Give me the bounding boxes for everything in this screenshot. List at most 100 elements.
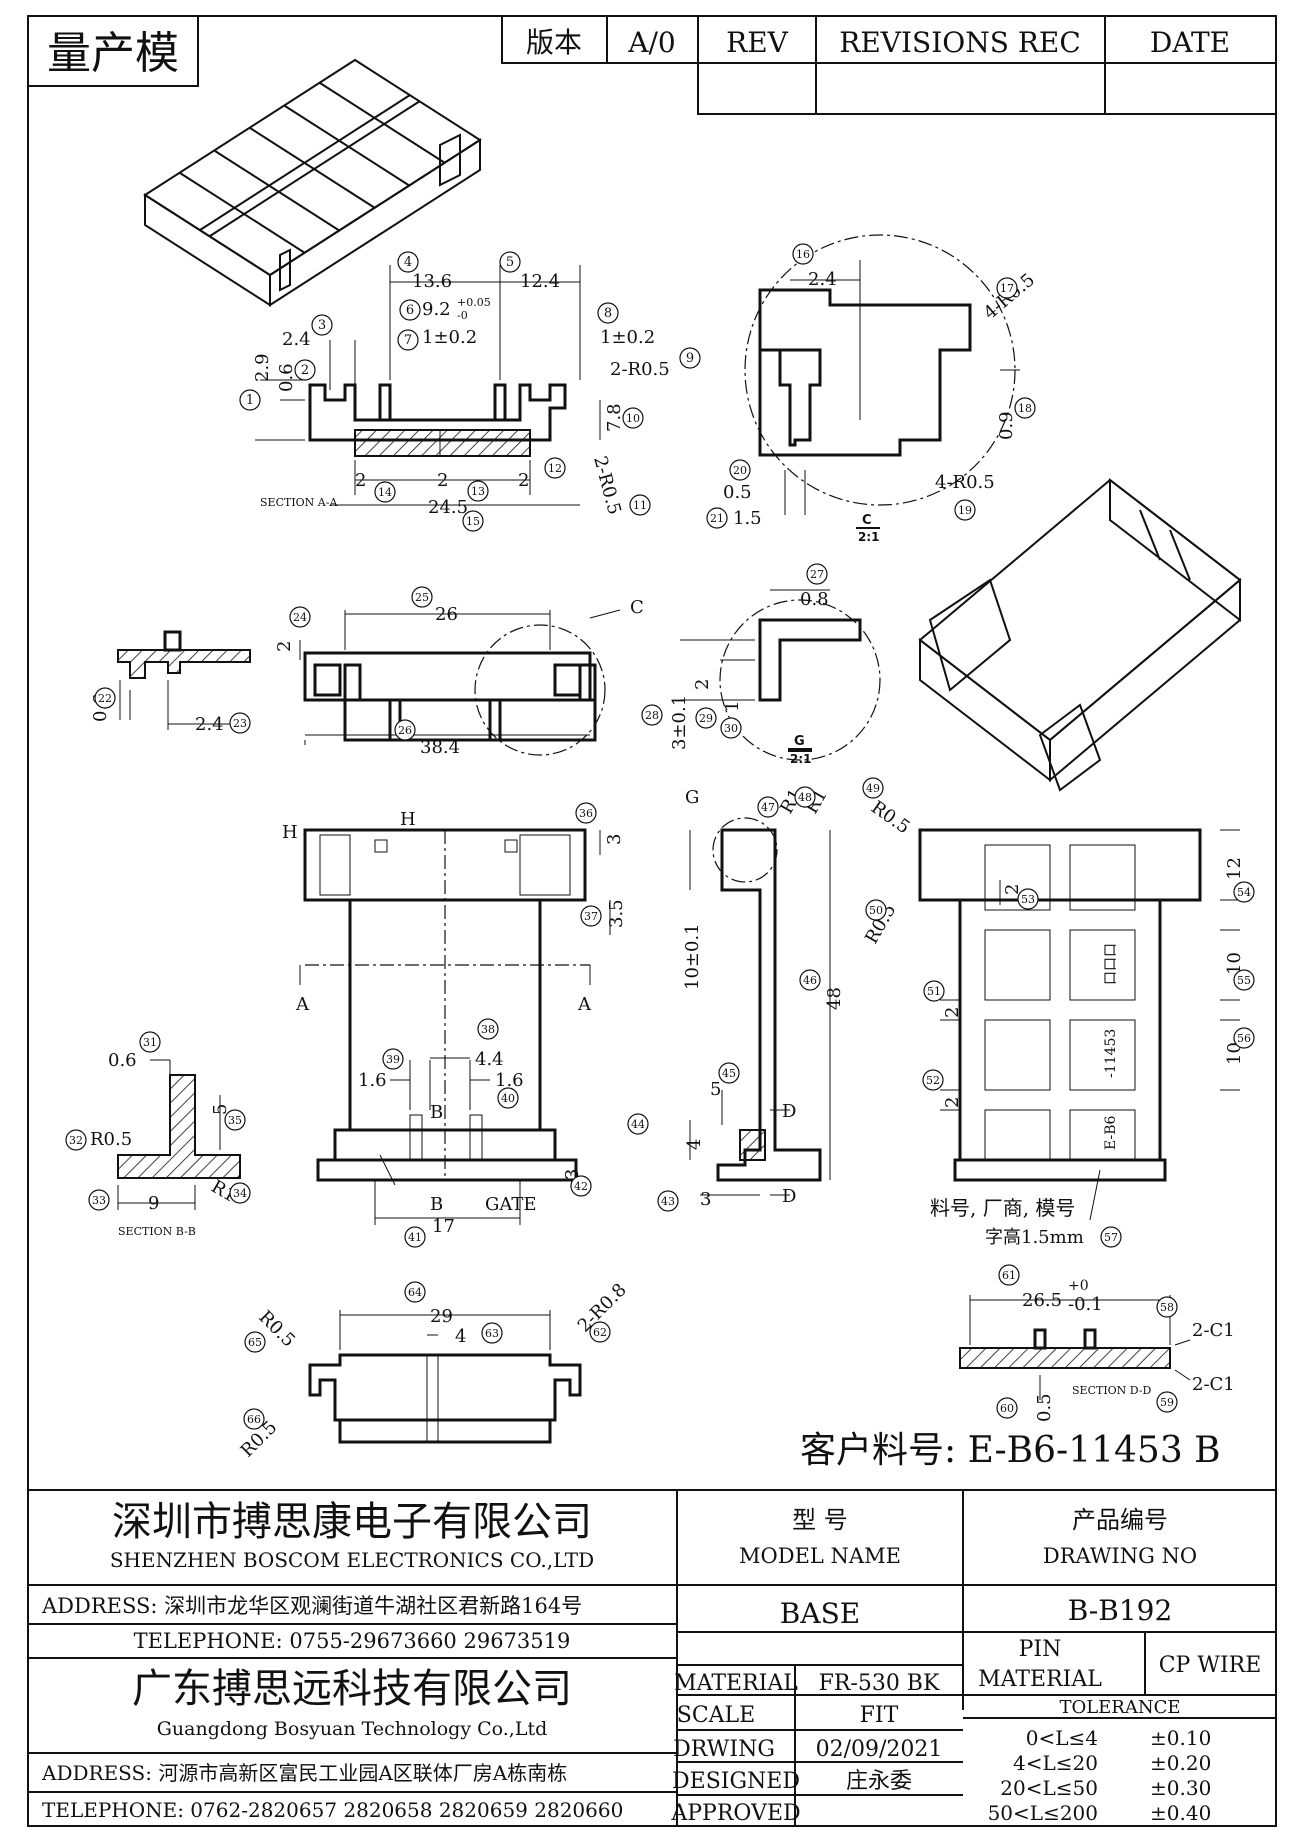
detail-g-scale: 2:1 — [790, 752, 812, 766]
mark-text-1: 口口口 — [1103, 943, 1119, 985]
company2-cn: 广东搏思远科技有限公司 — [132, 1666, 572, 1712]
detail-g-dim-1: 1 — [722, 701, 743, 712]
dd-dim-c1a: 2-C1 — [1192, 1320, 1235, 1341]
company2-en: Guangdong Bosyuan Technology Co.,Ltd — [157, 1718, 548, 1740]
balloon-number: 7 — [404, 333, 412, 348]
top-dim-a-right: A — [577, 994, 592, 1015]
balloon-number: 15 — [466, 515, 480, 528]
section-aa-view: 13.6 12.4 9.2 +0.05 -0 1±0.2 1±0.2 2.4 2… — [252, 265, 670, 518]
balloon-38: 38 — [477, 1018, 499, 1040]
balloon-45: 45 — [718, 1062, 740, 1084]
plan-dim-r05a: R0.5 — [867, 797, 914, 838]
balloon-number: 19 — [958, 504, 972, 517]
model-label-cn: 型 号 — [792, 1506, 848, 1534]
dim-0-6: 0.6 — [276, 363, 297, 392]
side-dim-5: 5 — [710, 1079, 721, 1100]
tolerance-range: 0<L≤4 — [1026, 1726, 1098, 1750]
revision-block: 版本 A/0 REV REVISIONS REC DATE — [501, 15, 1277, 115]
balloon-56: 56 — [1233, 1027, 1255, 1049]
top-dim-b: B — [430, 1102, 443, 1123]
balloon-number: 56 — [1237, 1032, 1251, 1045]
top-dim-1-6a: 1.6 — [358, 1070, 387, 1091]
balloon-number: 9 — [686, 351, 694, 366]
title-block: 深圳市搏思康电子有限公司 SHENZHEN BOSCOM ELECTRONICS… — [28, 1489, 1276, 1826]
top-dim-h-left: H — [282, 822, 298, 843]
mark-text-2: -11453 — [1103, 1029, 1119, 1078]
balloon-number: 39 — [386, 1053, 400, 1066]
top-view: H H A A B B 3 3.5 4.4 1.6 1.6 17 3 GATE — [282, 809, 627, 1237]
scale-label: SCALE — [677, 1703, 755, 1728]
balloon-number: 14 — [378, 486, 392, 499]
bb-dim-5: 5 — [210, 1104, 231, 1115]
balloon-12: 12 — [544, 457, 566, 479]
balloon-20: 20 — [729, 459, 751, 481]
balloon-11: 11 — [629, 494, 651, 516]
dim-9-2: 9.2 — [422, 299, 451, 320]
balloon-10: 10 — [622, 407, 644, 429]
balloon-66: 66 — [243, 1408, 265, 1430]
dd-dim-26-5: 26.5 — [1022, 1290, 1062, 1311]
balloon-41: 41 — [404, 1226, 426, 1248]
plan-dim-2a: 2 — [1002, 884, 1023, 895]
balloon-9: 9 — [679, 347, 701, 369]
front-dim-c: C — [630, 597, 644, 618]
customer-part-number: 客户料号: E-B6-11453 B — [800, 1430, 1221, 1471]
bottom-dim-4: 4 — [455, 1326, 466, 1347]
balloon-47: 47 — [757, 796, 779, 818]
balloon-49: 49 — [862, 777, 884, 799]
balloon-number: 46 — [803, 974, 817, 987]
model-value: BASE — [780, 1597, 860, 1630]
balloon-number: 28 — [645, 709, 659, 722]
balloon-number: 23 — [233, 717, 247, 730]
designed-label: DESIGNED — [672, 1769, 800, 1794]
balloon-34: 34 — [229, 1182, 251, 1204]
plan-dim-10b: 10 — [1224, 1042, 1245, 1065]
balloon-number: 50 — [869, 904, 883, 917]
section-bb-label: SECTION B-B — [118, 1225, 196, 1238]
balloon-number: 34 — [233, 1187, 247, 1200]
balloon-number: 17 — [1000, 282, 1014, 295]
detail-c-dim-r05b: 4-R0.5 — [935, 472, 995, 493]
balloon-number: 24 — [293, 611, 307, 624]
side-dim-d-bot: D — [782, 1186, 796, 1207]
front-view-38-4: 26 38.4 2 C — [274, 597, 644, 758]
tolerance-range: 4<L≤20 — [1013, 1751, 1098, 1775]
balloon-37: 37 — [580, 905, 602, 927]
top-dim-4-4: 4.4 — [475, 1049, 504, 1070]
balloon-65: 65 — [244, 1331, 266, 1353]
balloon-number: 44 — [631, 1118, 645, 1131]
balloon-53: 53 — [1017, 888, 1039, 910]
side-dim-3: 3 — [700, 1189, 711, 1210]
balloon-number: 47 — [761, 801, 775, 814]
revisions-header: REVISIONS REC — [839, 26, 1081, 59]
balloon-number: 27 — [810, 568, 824, 581]
balloon-62: 62 — [589, 1321, 611, 1343]
plan-dim-10a: 10 — [1224, 952, 1245, 975]
balloon-number: 37 — [584, 910, 598, 923]
balloon-14: 14 — [374, 481, 396, 503]
rev-header: REV — [726, 26, 789, 59]
section-aa-label: SECTION A-A — [260, 496, 338, 509]
top-dim-17: 17 — [432, 1216, 455, 1237]
balloon-number: 20 — [733, 464, 747, 477]
tolerance-value: ±0.30 — [1150, 1776, 1211, 1800]
balloon-7: 7 — [397, 329, 419, 351]
tolerance-value: ±0.40 — [1150, 1801, 1211, 1825]
balloon-36: 36 — [575, 802, 597, 824]
dd-dim-tol-dn: -0.1 — [1068, 1294, 1103, 1315]
side-dim-4: 4 — [684, 1139, 705, 1150]
detail-c-dim-2-4: 2.4 — [808, 269, 837, 290]
company1-cn: 深圳市搏思康电子有限公司 — [112, 1499, 592, 1545]
balloon-number: 26 — [398, 724, 412, 737]
balloon-number: 62 — [593, 1326, 607, 1339]
balloon-40: 40 — [497, 1087, 519, 1109]
drawing-date-label: DRWING — [673, 1737, 775, 1762]
balloon-number: 57 — [1104, 1231, 1118, 1244]
balloon-number: 38 — [481, 1023, 495, 1036]
balloon-number: 49 — [866, 782, 880, 795]
side-dim-10-01: 10±0.1 — [682, 923, 703, 990]
balloon-28: 28 — [641, 704, 663, 726]
front-dim-38-4: 38.4 — [420, 737, 460, 758]
address2: ADDRESS: 河源市高新区富民工业园A区联体厂房A栋南栋 — [41, 1761, 567, 1785]
balloon-number: 18 — [1018, 402, 1032, 415]
